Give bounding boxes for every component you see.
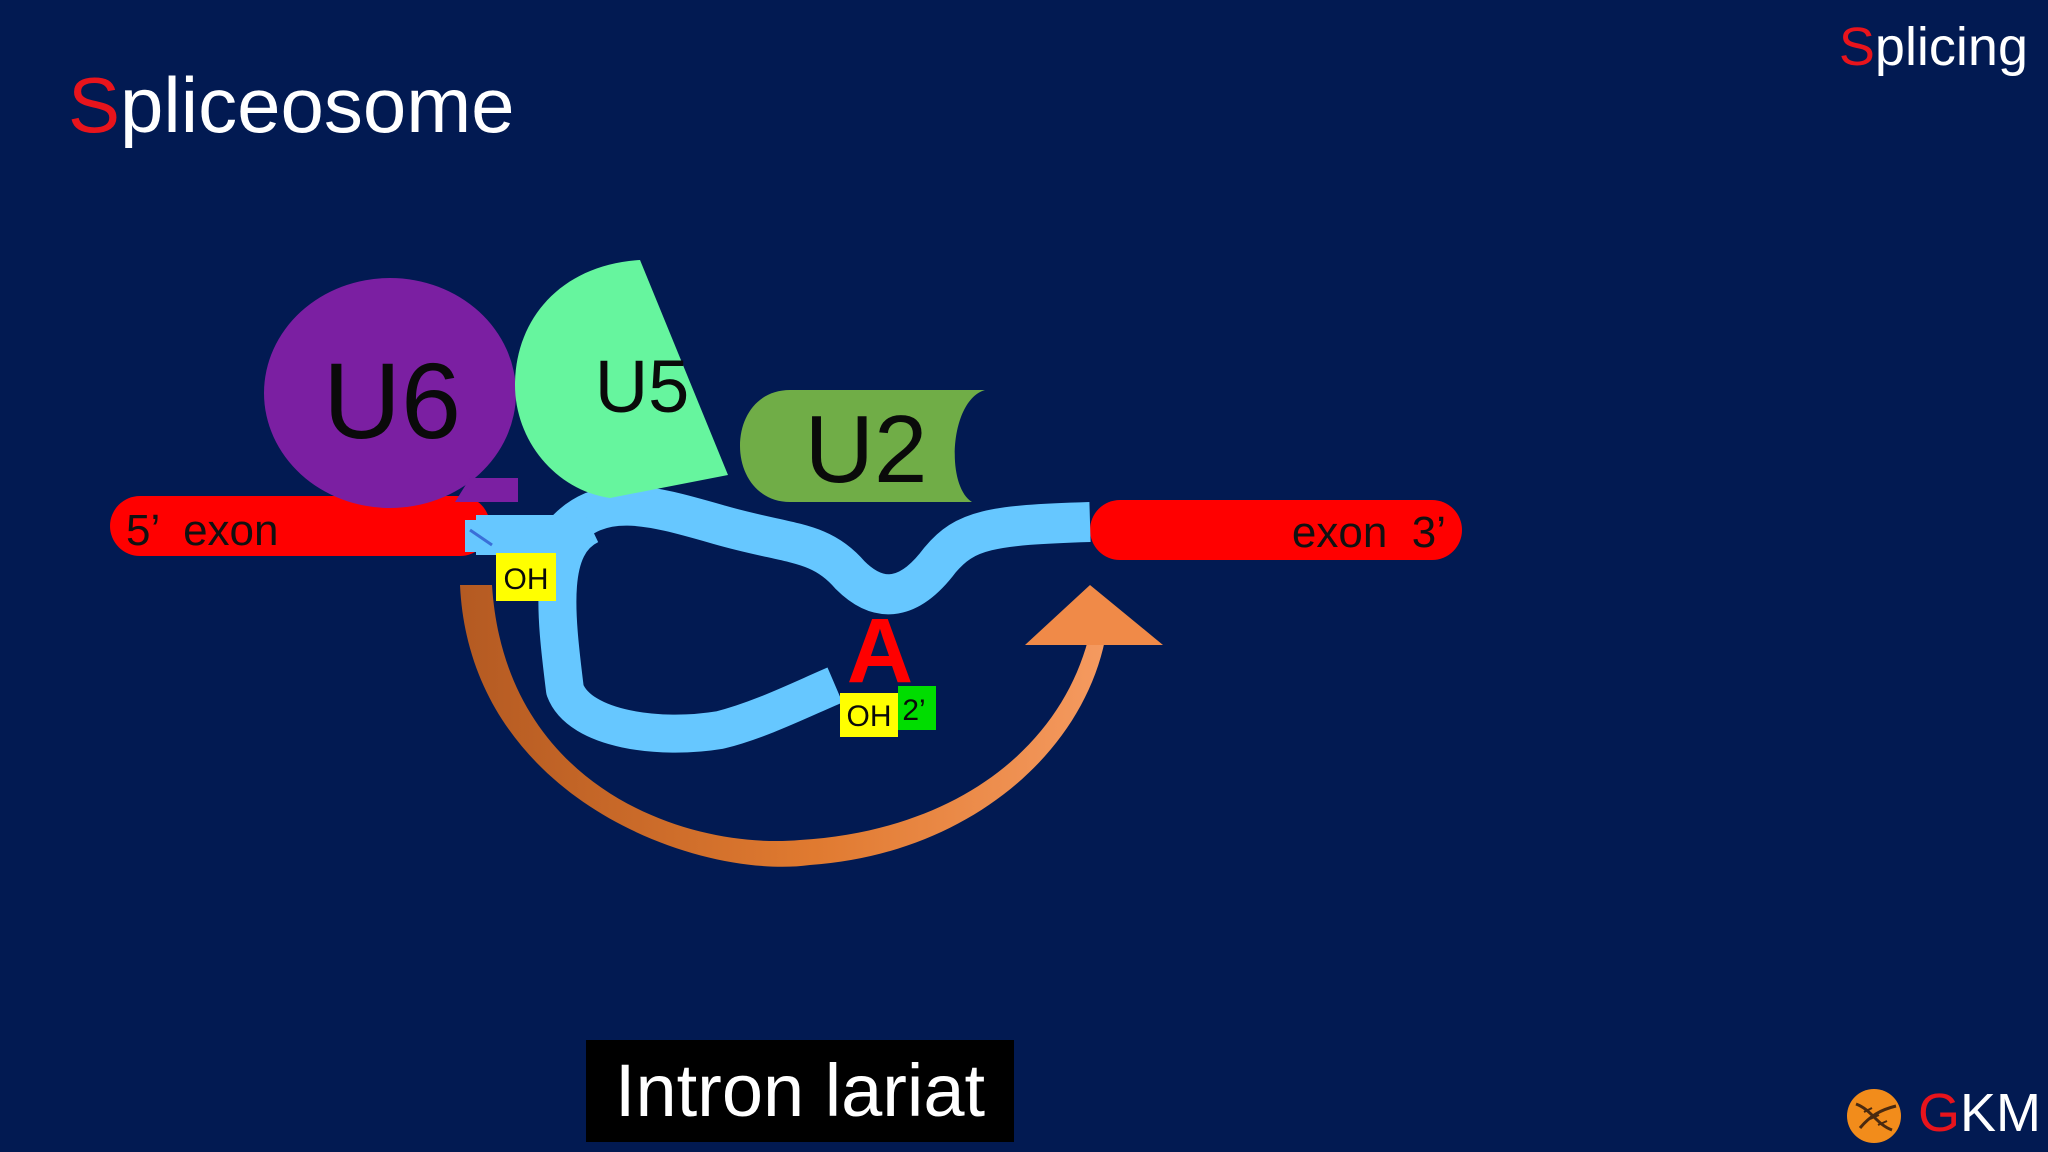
caption: Intron lariat: [586, 1040, 1014, 1142]
hydroxyl-3-prime-box: OH: [496, 553, 556, 601]
branch-position-label: 2’: [902, 694, 925, 727]
u2-snrnp: U2: [740, 390, 985, 503]
branch-position-box: 2’: [898, 686, 936, 730]
u6-snrnp: U6: [264, 278, 518, 508]
section-tag-initial: S: [1838, 17, 1875, 77]
u6-label: U6: [323, 340, 461, 461]
section-tag: Splicing: [1839, 20, 2028, 74]
gkm-logo-initial: G: [1918, 1083, 1961, 1143]
gkm-logo-text: GKM: [1918, 1086, 2041, 1140]
exon-5-prime: 5’ exon: [110, 496, 490, 556]
slide-title: Spliceosome: [68, 66, 515, 144]
intron-lariat-strand: [465, 485, 1091, 753]
exon-3-prime-label: exon 3’: [1292, 508, 1446, 557]
gkm-logo-rest: KM: [1960, 1083, 2042, 1143]
section-tag-rest: plicing: [1874, 17, 2028, 77]
dna-globe-icon: [1847, 1089, 1901, 1143]
exon-5-prime-label: 5’ exon: [126, 506, 278, 555]
slide-title-initial: S: [68, 61, 121, 149]
hydroxyl-3-prime-label: OH: [504, 563, 549, 596]
exon-3-prime: exon 3’: [1090, 500, 1462, 560]
u5-snrnp: U5: [515, 260, 728, 498]
u5-label: U5: [595, 345, 690, 428]
branch-point-adenine: A: [847, 600, 913, 702]
u2-label: U2: [805, 396, 928, 503]
branch-hydroxyl-box: OH: [840, 693, 898, 737]
slide-title-rest: pliceosome: [120, 61, 515, 149]
branch-hydroxyl-label: OH: [847, 700, 892, 733]
transesterification-arrow: [460, 585, 1163, 867]
gkm-logo: GKM: [1842, 1080, 2042, 1146]
